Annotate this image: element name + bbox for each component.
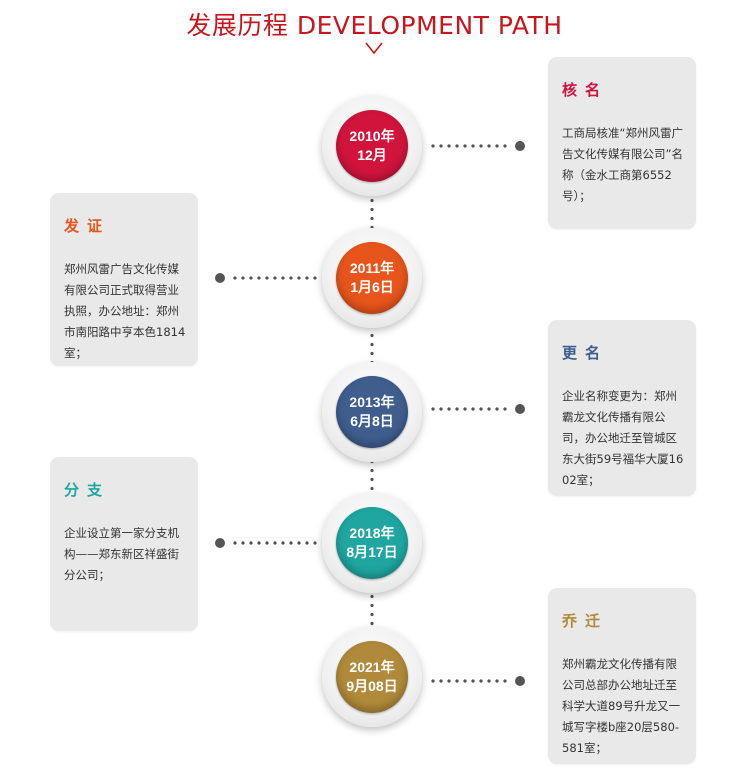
milestone-date: 2021年 9月08日 — [336, 658, 408, 696]
card-text: 郑州风雷广告文化传媒有限公司正式取得营业执照，办公地址：郑州市南阳路中亨本色18… — [64, 262, 186, 360]
milestone-2018: 2018年 8月17日 — [322, 493, 422, 593]
milestone-disc: 2018年 8月17日 — [336, 507, 408, 579]
card-title: 乔迁 — [562, 612, 609, 630]
date-year: 2011年 — [349, 260, 395, 276]
date-day: 12月 — [357, 147, 387, 163]
connector — [425, 404, 525, 414]
page-title: 发展历程 DEVELOPMENT PATH — [186, 11, 563, 40]
milestone-date: 2013年 6月8日 — [336, 393, 408, 431]
date-day: 8月17日 — [346, 544, 398, 560]
card-title: 发证 — [64, 217, 111, 235]
connector — [425, 676, 525, 686]
card-fazheng: 发证 郑州风雷广告文化传媒有限公司正式取得营业执照，办公地址：郑州市南阳路中亨本… — [50, 193, 198, 366]
date-day: 6月8日 — [350, 413, 394, 429]
card-text: 工商局核准“郑州风雷广告文化传媒有限公司”名称（金水工商第6552号）； — [562, 126, 683, 203]
card-title: 核名 — [562, 81, 609, 99]
date-year: 2018年 — [349, 525, 395, 541]
card-text: 企业设立第一家分支机构——郑东新区祥盛街分公司； — [64, 526, 179, 582]
milestone-date: 2011年 1月6日 — [336, 259, 408, 297]
connector — [215, 273, 318, 283]
milestone-disc: 2011年 1月6日 — [336, 242, 408, 314]
card-text: 企业名称变更为：郑州霸龙文化传播有限公司，办公地迁至管城区东大街59号福华大厦1… — [562, 389, 684, 487]
date-day: 1月6日 — [350, 279, 394, 295]
date-year: 2010年 — [349, 128, 395, 144]
date-year: 2013年 — [349, 394, 395, 410]
card-fenzhi: 分支 企业设立第一家分支机构——郑东新区祥盛街分公司； — [50, 457, 198, 631]
milestone-2011: 2011年 1月6日 — [322, 228, 422, 328]
milestone-date: 2018年 8月17日 — [336, 524, 408, 562]
card-gengming: 更名 企业名称变更为：郑州霸龙文化传播有限公司，办公地迁至管城区东大街59号福华… — [548, 320, 696, 496]
milestone-date: 2010年 12月 — [336, 127, 408, 165]
milestone-2021: 2021年 9月08日 — [322, 627, 422, 727]
milestone-2010: 2010年 12月 — [322, 96, 422, 196]
milestone-disc: 2021年 9月08日 — [336, 641, 408, 713]
milestone-disc: 2010年 12月 — [336, 110, 408, 182]
connector — [425, 141, 525, 151]
date-year: 2021年 — [349, 659, 395, 675]
card-title: 分支 — [64, 481, 111, 499]
card-qiaoqian: 乔迁 郑州霸龙文化传播有限公司总部办公地址迁至科学大道89号升龙又一城写字楼b座… — [548, 588, 696, 764]
connector — [215, 538, 318, 548]
milestone-2013: 2013年 6月8日 — [322, 362, 422, 462]
card-title: 更名 — [562, 344, 609, 362]
date-day: 9月08日 — [346, 678, 398, 694]
milestone-disc: 2013年 6月8日 — [336, 376, 408, 448]
card-hezhong: 核名 工商局核准“郑州风雷广告文化传媒有限公司”名称（金水工商第6552号）； — [548, 57, 696, 229]
card-text: 郑州霸龙文化传播有限公司总部办公地址迁至科学大道89号升龙又一城写字楼b座20层… — [562, 657, 681, 755]
chevron-down-icon — [365, 42, 383, 55]
